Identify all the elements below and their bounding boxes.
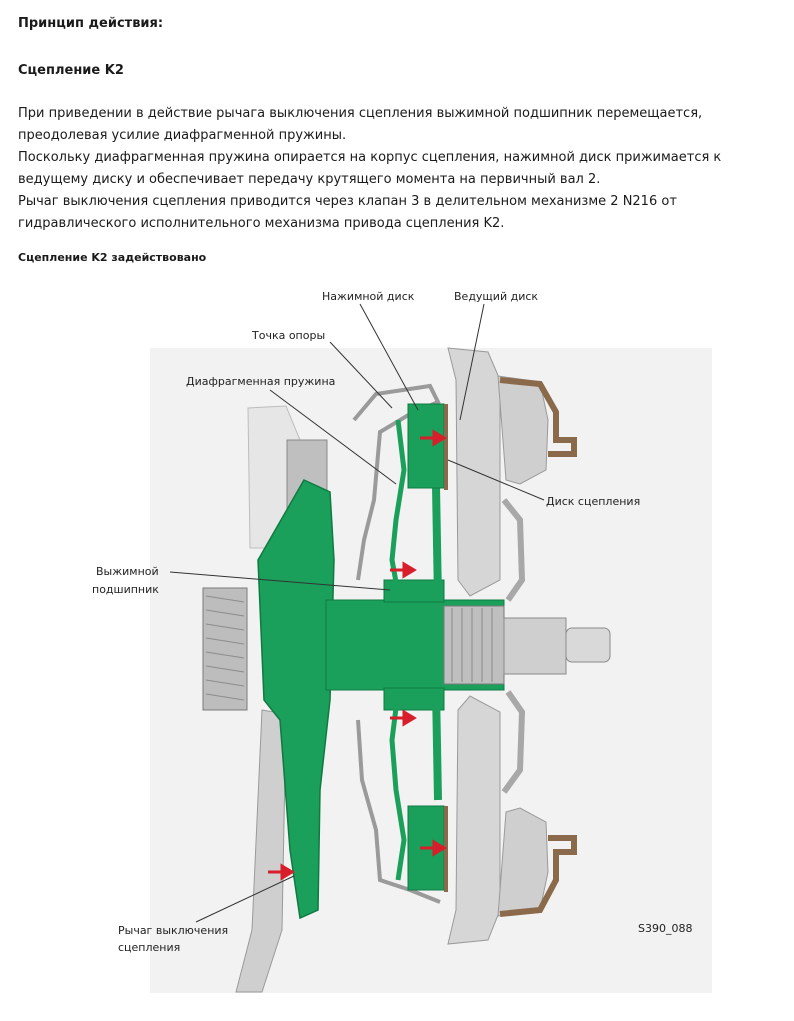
clutch-disc-lower [444, 806, 448, 892]
drive-plate-upper [447, 347, 501, 597]
shaft-tip [565, 627, 611, 663]
drive-plate-lower [447, 695, 501, 945]
label-release-bearing-line2: подшипник [92, 583, 159, 596]
flange-lower [501, 690, 526, 794]
input-gear [202, 587, 248, 711]
figure-caption: Сцепление K2 задействовано [18, 251, 207, 264]
label-clutch-disc: Диск сцепления [546, 495, 640, 508]
paragraph-2: Поскольку диафрагменная пружина опираетс… [18, 150, 722, 187]
spring-finger-lower [432, 689, 442, 801]
spring-finger-upper [432, 485, 442, 601]
leader-lines [169, 303, 545, 923]
housing-outline-bottom [356, 719, 441, 904]
paragraph-3: Рычаг выключения сцепления приводится че… [18, 194, 677, 231]
diaphragm-spring-upper [389, 419, 407, 583]
label-drive-plate: Ведущий диск [454, 290, 538, 303]
label-release-lever-line2: сцепления [118, 941, 180, 954]
release-bearing-upper [383, 579, 445, 603]
force-arrows [268, 429, 447, 881]
shaft-end [503, 617, 567, 675]
figure-id: S390_088 [638, 922, 692, 935]
outer-housing-upper [497, 375, 549, 485]
label-pivot-point: Точка опоры [251, 329, 325, 342]
label-release-lever-line1: Рычаг выключения [118, 924, 228, 937]
outer-housing-lower [497, 807, 549, 917]
label-pressure-plate: Нажимной диск [322, 290, 415, 303]
pressure-plate-upper [407, 403, 445, 489]
k1-housing-lower [499, 835, 577, 917]
diaphragm-spring-lower [389, 707, 407, 881]
k1-housing-upper [499, 377, 577, 457]
clutch-disc-upper [444, 404, 448, 490]
paragraph-1: При приведении в действие рычага выключе… [18, 106, 703, 143]
flange-upper [501, 498, 526, 602]
label-release-bearing-line1: Выжимной [96, 565, 159, 578]
release-lever [257, 479, 335, 920]
release-bearing-lower [383, 687, 445, 711]
section-title: Сцепление K2 [18, 63, 124, 78]
label-diaphragm-spring: Диафрагменная пружина [186, 375, 335, 388]
input-shaft-spline [443, 605, 505, 685]
page-heading: Принцип действия: [18, 16, 164, 31]
